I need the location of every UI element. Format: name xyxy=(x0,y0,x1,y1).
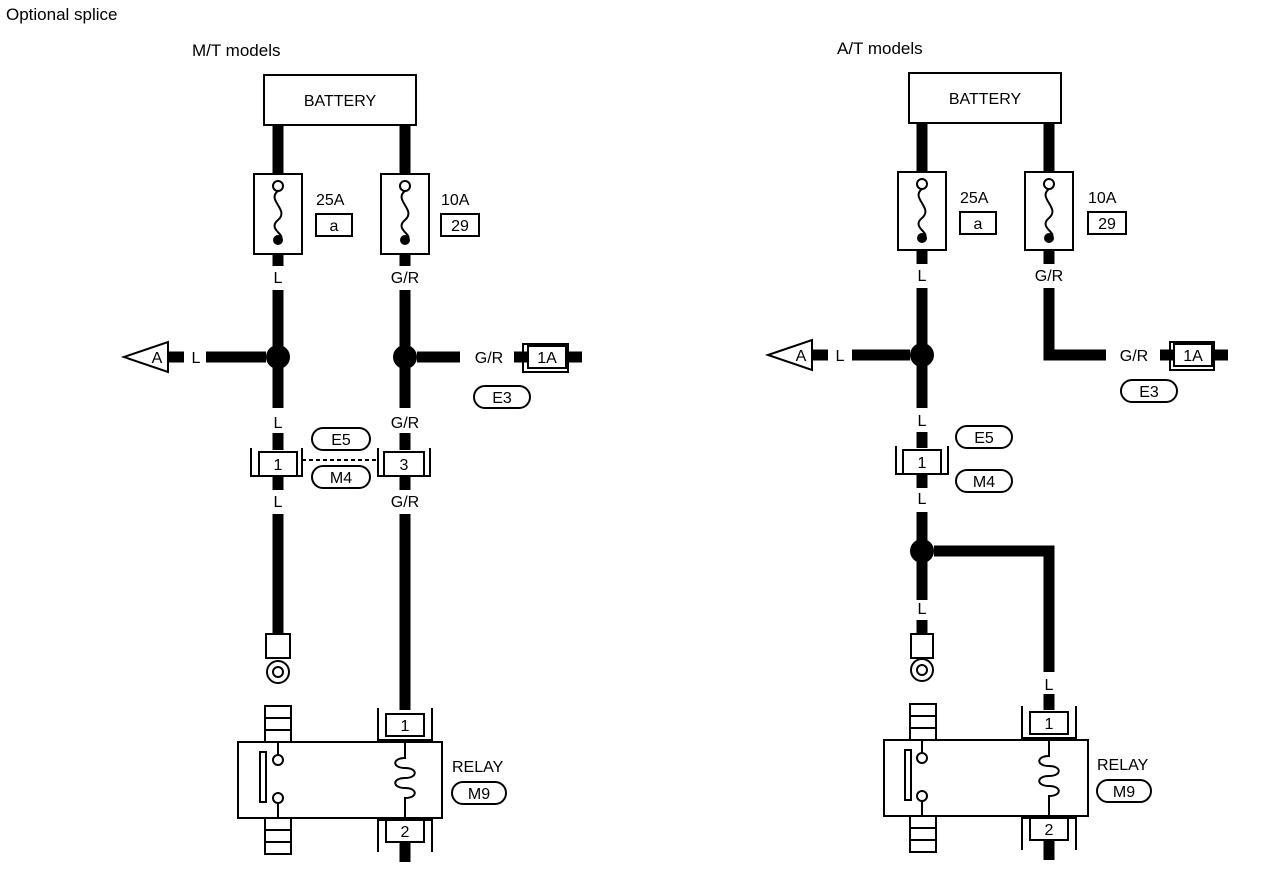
at-fuse-right-id-box xyxy=(1087,211,1127,235)
mt-arrow-a-label: A xyxy=(152,350,163,367)
at-wire-label-l1: L xyxy=(918,268,927,285)
mt-connector-1a-label: 1A xyxy=(537,350,557,367)
at-battery-box xyxy=(908,72,1062,124)
at-arrow-a-icon xyxy=(764,338,813,372)
mt-fuse-left-id-box xyxy=(315,213,353,237)
at-wire-label-gr1: G/R xyxy=(1035,268,1063,285)
at-conn-e5-badge xyxy=(955,425,1013,449)
at-relay-icon xyxy=(883,703,1089,860)
at-arrow-a-label: A xyxy=(796,348,807,365)
mt-conn-m4-label: M4 xyxy=(330,470,352,487)
at-right-branch-label: G/R xyxy=(1120,348,1148,365)
at-fuse-right-rating: 10A xyxy=(1088,190,1117,207)
at-conn-e3-badge xyxy=(1120,379,1178,403)
mt-relay-conn-label: M9 xyxy=(468,786,490,803)
at-fuse-left-id: a xyxy=(974,216,983,233)
at-splice-lower xyxy=(910,539,934,563)
mt-relay-pin-bottom: 2 xyxy=(401,824,410,841)
at-connector-1a-icon xyxy=(1169,341,1228,371)
mt-diagram: M/T models BATTERY 25A a 10A 29 L G/R xyxy=(120,41,582,862)
mt-relay-icon xyxy=(237,705,443,862)
mt-wire-label-gr3: G/R xyxy=(391,494,419,511)
mt-conn-e3-badge xyxy=(473,385,531,409)
mt-fuse-left-id: a xyxy=(330,218,339,235)
mt-splice-left xyxy=(266,345,290,369)
mt-fuse-right-rating: 10A xyxy=(441,192,470,209)
mt-conn-e5-label: E5 xyxy=(331,432,351,449)
at-diagram: A/T models BATTERY 25A a 10A 29 L G/R xyxy=(764,39,1228,860)
at-battery-label: BATTERY xyxy=(949,91,1022,108)
mt-arrow-wire-label: L xyxy=(192,350,201,367)
mt-wire-label-l2: L xyxy=(274,415,283,432)
at-conn-m4-label: M4 xyxy=(973,474,995,491)
mt-fuse-right-id-box xyxy=(440,213,480,237)
at-fuse-right-id: 29 xyxy=(1098,216,1116,233)
mt-arrow-a-icon xyxy=(120,340,169,374)
mt-battery-label: BATTERY xyxy=(304,93,377,110)
mt-fuse-left-rating: 25A xyxy=(316,192,345,209)
mt-pin-left: 1 xyxy=(274,457,283,474)
at-fuse-left-icon xyxy=(897,171,947,251)
at-wire-label-l4: L xyxy=(918,601,927,618)
mt-relay-label: RELAY xyxy=(452,759,504,776)
mt-right-branch-label: G/R xyxy=(475,350,503,367)
at-relay-conn-badge xyxy=(1096,779,1152,803)
mt-conn-e3-label: E3 xyxy=(492,390,512,407)
mt-pin-right: 3 xyxy=(400,457,409,474)
at-conn-e5-label: E5 xyxy=(974,430,994,447)
at-conn-m4-badge xyxy=(955,469,1013,493)
at-wire-label-l2: L xyxy=(918,413,927,430)
mt-battery-box xyxy=(263,74,417,126)
at-wire-label-l3: L xyxy=(918,491,927,508)
mt-connector-1a-icon xyxy=(522,343,582,373)
at-wire-label-relay: L xyxy=(1045,677,1054,694)
at-fuse-right-icon xyxy=(1024,171,1074,251)
at-splice-left xyxy=(910,343,934,367)
mt-splice-right xyxy=(393,345,417,369)
at-relay-pin-top: 1 xyxy=(1045,716,1054,733)
mt-fuse-right-id: 29 xyxy=(451,218,469,235)
at-conn-e3-label: E3 xyxy=(1139,384,1159,401)
mt-relay-pin-top: 1 xyxy=(401,718,410,735)
mt-wire-label-l1: L xyxy=(274,270,283,287)
at-relay-conn-label: M9 xyxy=(1113,784,1135,801)
mt-conn-e5-badge xyxy=(311,427,371,451)
mt-wire-label-gr2: G/R xyxy=(391,415,419,432)
mt-conn-m4-badge xyxy=(311,465,371,489)
at-connector-1a-label: 1A xyxy=(1183,348,1203,365)
mt-relay-conn-badge xyxy=(451,781,507,805)
mt-wire-label-gr1: G/R xyxy=(391,270,419,287)
at-relay-label: RELAY xyxy=(1097,757,1149,774)
mt-title: M/T models xyxy=(192,41,281,60)
at-fuse-left-rating: 25A xyxy=(960,190,989,207)
at-relay-pin-bottom: 2 xyxy=(1045,822,1054,839)
mt-ground-terminal-icon xyxy=(265,633,291,684)
mt-connector-pin1-icon xyxy=(250,448,303,477)
mt-fuse-right-icon xyxy=(380,173,430,255)
at-pin-left: 1 xyxy=(918,455,927,472)
at-title: A/T models xyxy=(837,39,923,58)
mt-fuse-left-icon xyxy=(253,173,303,255)
mt-wire-label-l3: L xyxy=(274,494,283,511)
at-fuse-left-id-box xyxy=(959,211,997,235)
at-ground-terminal-icon xyxy=(910,633,934,682)
diagram-title: Optional splice xyxy=(6,5,118,24)
at-arrow-wire-label: L xyxy=(836,348,845,365)
